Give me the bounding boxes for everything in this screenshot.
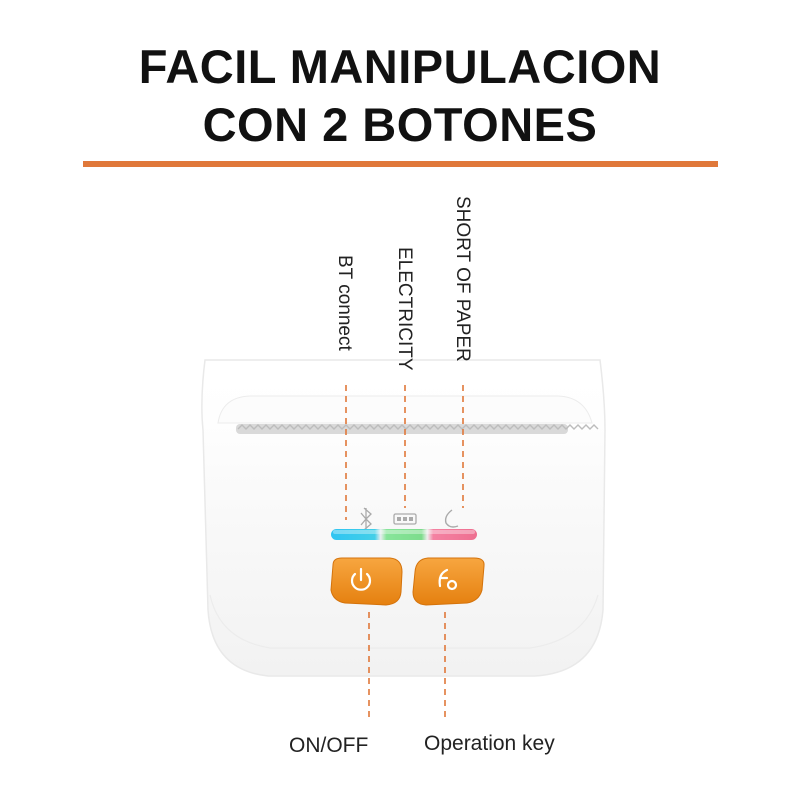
headline: FACIL MANIPULACION CON 2 BOTONES — [0, 38, 800, 154]
orange-divider — [83, 161, 718, 167]
led-strip — [331, 529, 477, 540]
power-icon — [350, 567, 372, 591]
paper-icon — [444, 509, 459, 528]
label-on-off: ON/OFF — [289, 734, 369, 757]
headline-line-2: CON 2 BOTONES — [202, 98, 598, 151]
feed-icon — [438, 568, 458, 591]
operation-key-button — [412, 557, 485, 606]
label-electricity: ELECTRICITY — [394, 247, 415, 371]
label-short-of-paper: SHORT OF PAPER — [452, 196, 473, 362]
headline-line-1: FACIL MANIPULACION — [138, 40, 662, 93]
on-off-button — [330, 557, 403, 606]
label-operation-key: Operation key — [424, 732, 555, 755]
label-bt-connect: BT connect — [334, 255, 355, 351]
bluetooth-icon — [360, 507, 372, 531]
leader-lines — [345, 385, 464, 722]
battery-icon — [393, 513, 417, 525]
